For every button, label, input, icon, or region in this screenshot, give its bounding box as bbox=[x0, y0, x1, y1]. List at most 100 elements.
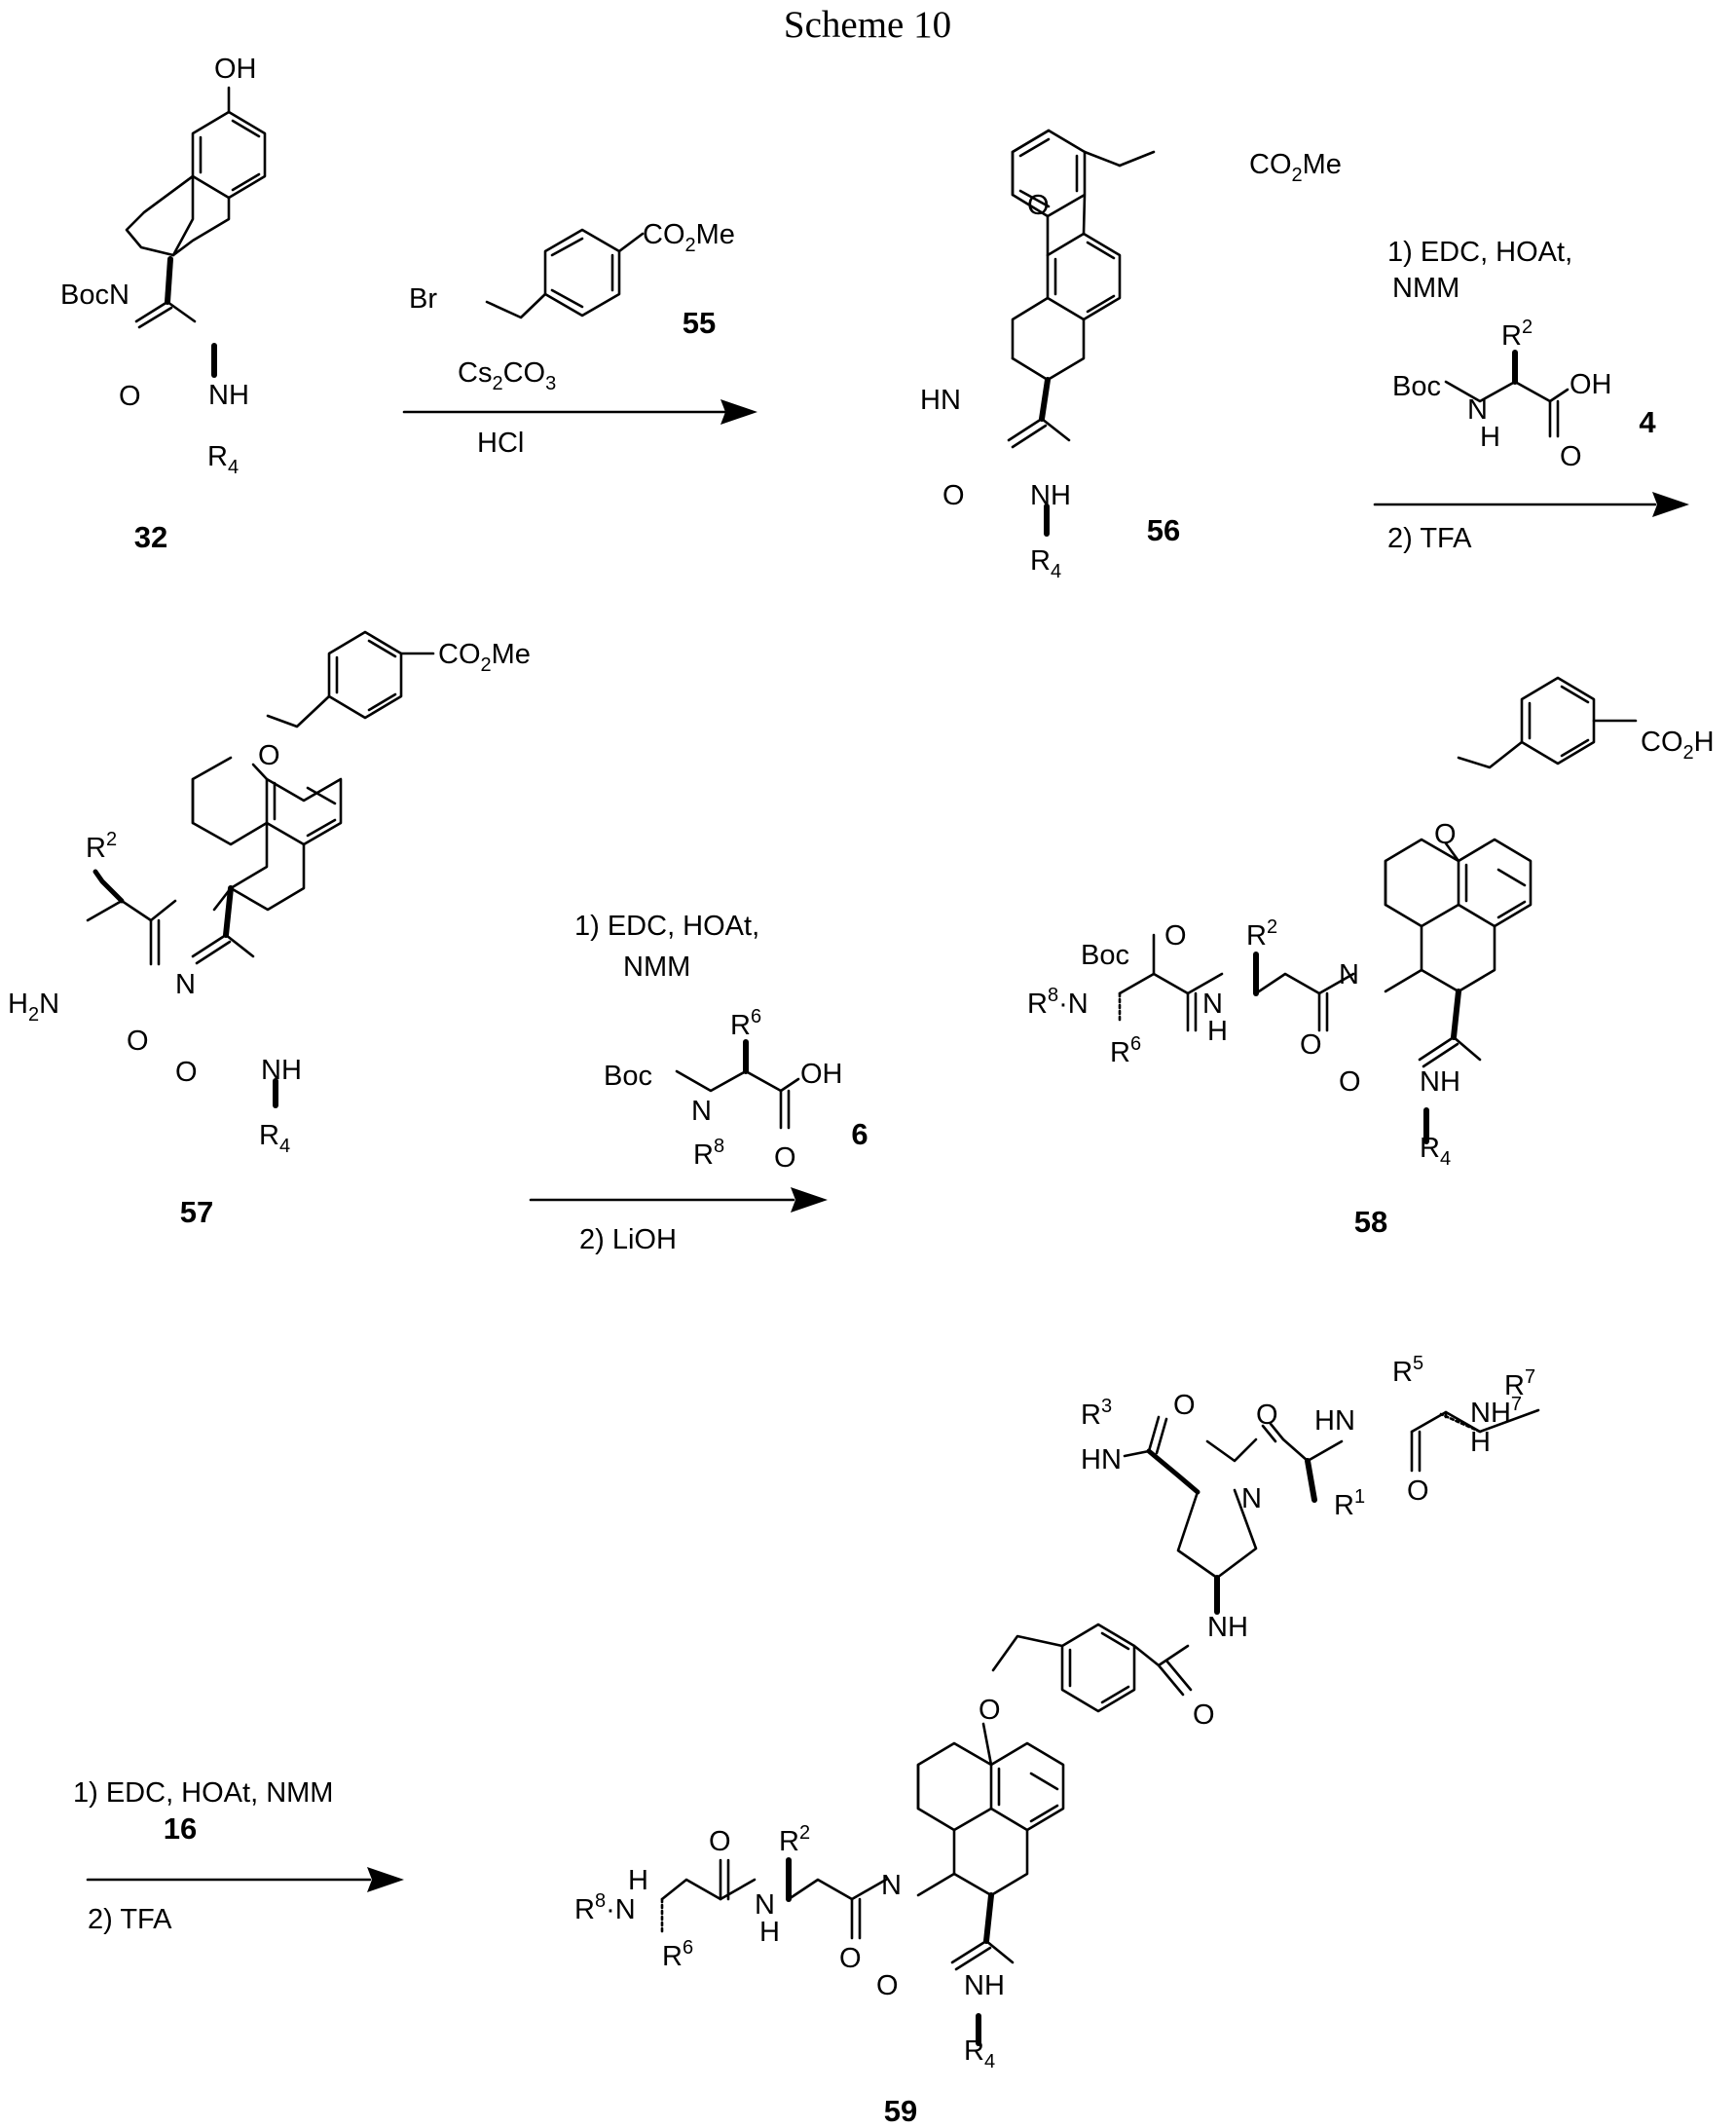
atom-nh-57: NH bbox=[261, 1055, 302, 1086]
atom-r4-58: R4 bbox=[1420, 1133, 1451, 1170]
atom-o-amide-59: O bbox=[876, 1970, 899, 2001]
atom-nh-pyrr-59: NH bbox=[1207, 1612, 1248, 1643]
compound-label-32: 32 bbox=[134, 520, 167, 554]
reagent-tfa-1: 2) TFA bbox=[1387, 523, 1472, 554]
reagent-nmm-2: NMM bbox=[623, 952, 690, 983]
atom-r6-58: R6 bbox=[1110, 1033, 1141, 1068]
atom-nh-56: NH bbox=[1030, 480, 1071, 511]
compound-label-59: 59 bbox=[884, 2094, 917, 2128]
atom-bocn: BocN bbox=[60, 280, 129, 311]
atom-r2-59: R2 bbox=[779, 1822, 810, 1857]
atom-r2-4: R2 bbox=[1501, 317, 1533, 352]
atom-oh: OH bbox=[214, 54, 257, 85]
reagent-55-structure bbox=[487, 230, 643, 317]
atom-nh: NH bbox=[208, 380, 249, 411]
atom-co2me-57: CO2Me bbox=[438, 639, 531, 676]
atom-oh-4: OH bbox=[1570, 369, 1612, 400]
reagent-tfa-2: 2) TFA bbox=[88, 1904, 172, 1935]
compound-label-6: 6 bbox=[851, 1117, 868, 1151]
reaction-arrow-1 bbox=[404, 399, 757, 425]
compound-label-56: 56 bbox=[1147, 513, 1180, 547]
atom-r1-59: R1 bbox=[1334, 1486, 1365, 1521]
atom-r4: R4 bbox=[207, 441, 239, 478]
atom-oh-6: OH bbox=[800, 1059, 843, 1090]
atom-n-ring-59: N bbox=[881, 1870, 902, 1901]
atom-o-benzoyl-59: O bbox=[1193, 1699, 1215, 1731]
atom-hn-56: HN bbox=[920, 385, 961, 416]
atom-h-59: H bbox=[1470, 1427, 1491, 1458]
atom-o-amide1-57: O bbox=[127, 1026, 149, 1057]
scheme-title: Scheme 10 bbox=[784, 4, 951, 46]
reaction-arrow-2 bbox=[1375, 492, 1689, 517]
atom-h2n-57: H2N bbox=[8, 989, 59, 1026]
atom-o-mid-59: O bbox=[839, 1943, 862, 1974]
atom-hn-top-59: HN bbox=[1314, 1405, 1355, 1437]
atom-o-top1-59: O bbox=[1173, 1390, 1196, 1421]
atom-o-56: O bbox=[942, 480, 965, 511]
atom-n-6: N bbox=[691, 1096, 712, 1127]
atom-o-top-58: O bbox=[1164, 920, 1187, 952]
atom-o-top-59: O bbox=[709, 1826, 731, 1857]
atom-co2me-55: CO2Me bbox=[643, 219, 735, 256]
reaction-arrow-3 bbox=[531, 1187, 828, 1213]
atom-n-pyrrolidine-59: N bbox=[1241, 1483, 1262, 1514]
compound-label-16: 16 bbox=[164, 1811, 197, 1846]
atom-n-ring-58: N bbox=[1339, 959, 1359, 990]
atom-o-amide2-57: O bbox=[175, 1057, 198, 1088]
reagent-edc-1: 1) EDC, HOAt, bbox=[1387, 237, 1572, 268]
reagent-nmm-1: NMM bbox=[1392, 273, 1459, 304]
compound-label-57: 57 bbox=[180, 1195, 213, 1229]
atom-o-ether-59: O bbox=[979, 1695, 1001, 1726]
reagent-lioh: 2) LiOH bbox=[579, 1224, 677, 1255]
atom-co2h-58: CO2H bbox=[1641, 727, 1715, 764]
atom-n-57: N bbox=[175, 969, 196, 1000]
atom-r8-6: R8 bbox=[693, 1136, 724, 1171]
atom-o-mid-58: O bbox=[1300, 1029, 1322, 1061]
atom-r4-57: R4 bbox=[259, 1120, 290, 1157]
atom-r3-59: R3 bbox=[1081, 1396, 1112, 1431]
reagent-hcl: HCl bbox=[477, 428, 524, 459]
reaction-arrow-4 bbox=[88, 1867, 404, 1892]
atom-boc-58: Boc bbox=[1081, 940, 1129, 971]
atom-r4-59: R4 bbox=[964, 2035, 995, 2072]
atom-r8-58: R8·N bbox=[1027, 985, 1089, 1020]
atom-o-top3-59: O bbox=[1407, 1475, 1429, 1507]
compound-58-structure bbox=[1120, 678, 1636, 1141]
reagent-edc-2: 1) EDC, HOAt, bbox=[574, 911, 759, 942]
atom-o-amide-58: O bbox=[1339, 1066, 1361, 1098]
atom-r6-59: R6 bbox=[662, 1937, 693, 1972]
compound-label-4: 4 bbox=[1639, 405, 1656, 439]
atom-nh-4: NH bbox=[1467, 394, 1500, 453]
atom-nh-amide-58: NH bbox=[1202, 989, 1228, 1047]
atom-hn-r3-59: HN bbox=[1081, 1444, 1122, 1475]
reagent-4-structure bbox=[1446, 353, 1568, 436]
atom-r5-59: R5 bbox=[1392, 1353, 1423, 1388]
atom-o-6: O bbox=[774, 1142, 796, 1174]
compound-label-55: 55 bbox=[683, 306, 716, 340]
atom-h-r8-59: H bbox=[628, 1865, 648, 1896]
atom-br: Br bbox=[409, 283, 437, 315]
atom-boc-6: Boc bbox=[604, 1061, 652, 1092]
atom-co2me-56: CO2Me bbox=[1249, 149, 1342, 186]
atom-o-ether-56: O bbox=[1027, 190, 1050, 221]
atom-nh-amide-59: NH bbox=[755, 1889, 780, 1948]
atom-nh-59: NH bbox=[964, 1970, 1005, 2001]
compound-32-structure bbox=[127, 88, 265, 375]
atom-r4-56: R4 bbox=[1030, 545, 1061, 582]
atom-r2-58: R2 bbox=[1246, 916, 1277, 952]
atom-o-ether-58: O bbox=[1434, 819, 1457, 850]
atom-r6-6: R6 bbox=[730, 1006, 761, 1041]
atom-o-4: O bbox=[1560, 441, 1582, 472]
atom-r7-59: R7 bbox=[1504, 1366, 1535, 1401]
reagent-cs2co3: Cs2CO3 bbox=[458, 357, 556, 394]
compound-label-58: 58 bbox=[1354, 1205, 1387, 1239]
atom-nh-58: NH bbox=[1420, 1066, 1460, 1098]
atom-o-ether-57: O bbox=[258, 740, 280, 771]
atom-o: O bbox=[119, 381, 141, 412]
atom-r8-59: R8·N bbox=[574, 1890, 636, 1925]
atom-o-top2-59: O bbox=[1256, 1400, 1278, 1431]
reagent-edc-3: 1) EDC, HOAt, NMM bbox=[73, 1777, 333, 1809]
atom-r2-57: R2 bbox=[86, 829, 117, 864]
atom-boc-4: Boc bbox=[1392, 371, 1441, 402]
